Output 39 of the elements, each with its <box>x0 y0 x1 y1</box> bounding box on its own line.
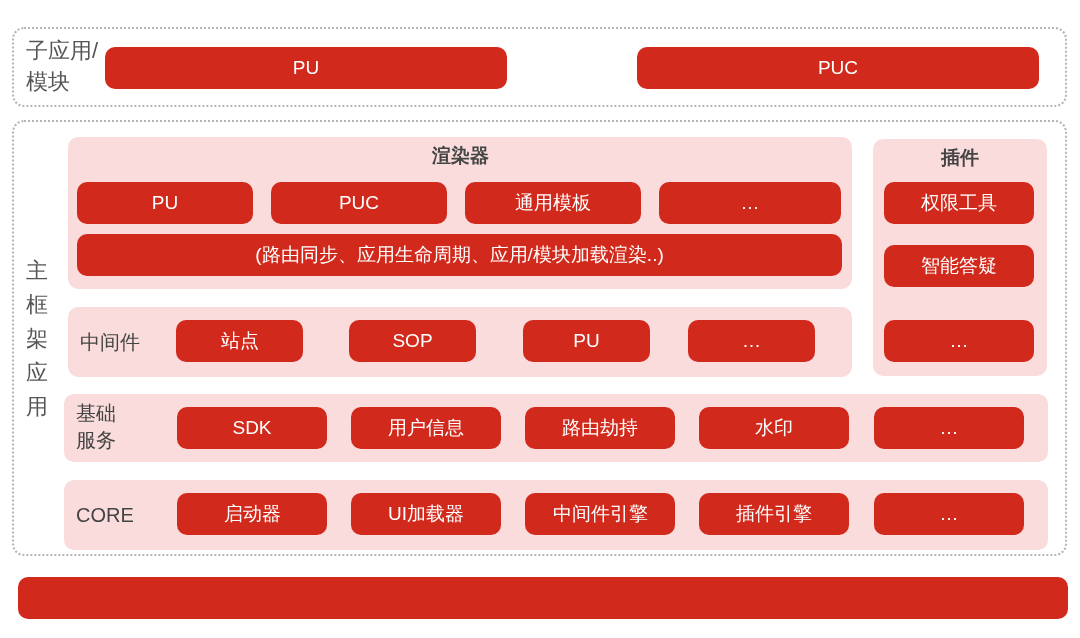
module-box: … <box>874 407 1024 449</box>
layer-panel <box>68 137 852 289</box>
module-box: 智能答疑 <box>884 245 1034 287</box>
module-box: 权限工具 <box>884 182 1034 224</box>
module-box: 路由劫持 <box>525 407 675 449</box>
group-heading: 基础服务 <box>76 401 117 453</box>
module-box: … <box>874 493 1024 535</box>
layer-panel <box>68 307 852 377</box>
group-heading: 子应用/模块 <box>26 37 100 96</box>
layer-panel <box>873 139 1047 376</box>
group-heading: 插件 <box>939 146 980 170</box>
module-box: … <box>659 182 841 224</box>
module-box: 中间件引擎 <box>525 493 675 535</box>
module-box: PUC <box>271 182 447 224</box>
base-bar <box>18 577 1068 619</box>
module-box: SDK <box>177 407 327 449</box>
layer-panel <box>64 394 1048 462</box>
dotted-group-frame <box>12 27 1067 107</box>
dotted-group-frame <box>12 120 1067 556</box>
module-box: … <box>884 320 1034 362</box>
group-heading: 渲染器 <box>430 144 490 168</box>
module-box: 用户信息 <box>351 407 501 449</box>
module-box: 启动器 <box>177 493 327 535</box>
module-box: SOP <box>349 320 476 362</box>
module-box: 插件引擎 <box>699 493 849 535</box>
module-box: PUC <box>637 47 1039 89</box>
module-box: PU <box>77 182 253 224</box>
group-heading: 中间件 <box>80 329 140 355</box>
module-box: 站点 <box>176 320 303 362</box>
group-heading: 主框架应用 <box>26 257 49 421</box>
layer-panel <box>64 480 1048 550</box>
module-box: (路由同步、应用生命周期、应用/模块加载渲染..) <box>77 234 842 276</box>
module-box: … <box>688 320 815 362</box>
module-box: 水印 <box>699 407 849 449</box>
module-box: PU <box>105 47 507 89</box>
module-box: PU <box>523 320 650 362</box>
module-box: UI加载器 <box>351 493 501 535</box>
group-heading: CORE <box>76 503 134 527</box>
module-box: 通用模板 <box>465 182 641 224</box>
